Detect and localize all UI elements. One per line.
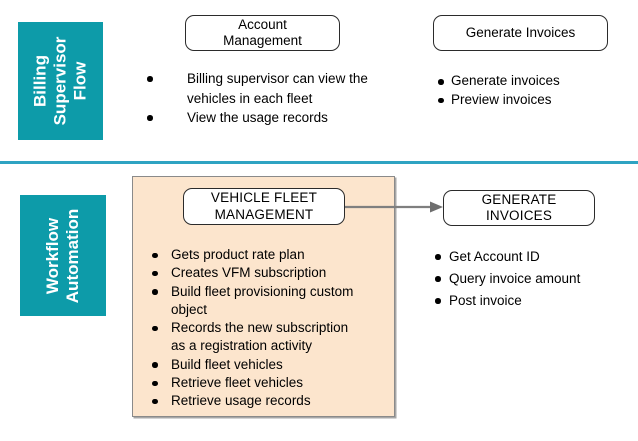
- generate-invoices-automation-bullet-list: Get Account ID Query invoice amount Post…: [433, 246, 633, 313]
- list-item: Billing supervisor can view the vehicles…: [145, 69, 385, 108]
- list-item: Retrieve usage records: [150, 392, 364, 410]
- process-box-title: Generate Invoices: [465, 24, 576, 40]
- list-item-text: Get Account ID: [449, 249, 540, 264]
- bullet-dot-icon: [438, 97, 444, 103]
- bullet-dot-icon: [147, 115, 153, 121]
- list-item-text: Preview invoices: [451, 91, 552, 107]
- bullet-dot-icon: [147, 76, 153, 82]
- bullet-dot-icon: [152, 252, 158, 258]
- generate-invoices-bullet-list: Generate invoices Preview invoices: [436, 72, 636, 109]
- lane-label-text: Workflow Automation: [43, 208, 82, 303]
- list-item-text: View the usage records: [187, 110, 328, 125]
- list-item-text: Generate invoices: [451, 73, 560, 88]
- list-item-text: Creates VFM subscription: [171, 265, 327, 281]
- bullet-dot-icon: [438, 79, 444, 85]
- list-item-text: Build fleet vehicles: [171, 356, 283, 372]
- process-box-generate-invoices-top: Generate Invoices: [433, 15, 608, 51]
- lane-divider: [0, 161, 638, 164]
- process-box-account-management: Account Management: [185, 15, 340, 51]
- flow-arrow-icon: [345, 200, 444, 214]
- list-item: View the usage records: [145, 108, 385, 128]
- bullet-dot-icon: [152, 289, 158, 295]
- list-item: Build fleet provisioning custom object: [150, 283, 364, 320]
- list-item: Gets product rate plan: [150, 246, 364, 264]
- list-item: Creates VFM subscription: [150, 264, 364, 282]
- bullet-dot-icon: [152, 380, 158, 387]
- bullet-dot-icon: [152, 362, 158, 368]
- list-item: Records the new subscription as a regist…: [150, 319, 364, 356]
- vehicle-fleet-management-bullet-list: Gets product rate plan Creates VFM subsc…: [150, 246, 364, 411]
- lane-label-billing-supervisor-flow: Billing Supervisor Flow: [18, 22, 103, 140]
- list-item-text: Gets product rate plan: [171, 247, 305, 262]
- list-item-text: Retrieve fleet vehicles: [171, 375, 304, 391]
- lane-label-workflow-automation: Workflow Automation: [20, 195, 106, 316]
- list-item-text: Post invoice: [449, 293, 522, 309]
- list-item-text: Query invoice amount: [449, 271, 581, 287]
- process-box-title: Account Management: [223, 16, 302, 49]
- bullet-dot-icon: [435, 276, 441, 282]
- bullet-dot-icon: [435, 298, 441, 304]
- bullet-dot-icon: [152, 325, 158, 332]
- account-management-bullet-list: Billing supervisor can view the vehicles…: [145, 69, 385, 128]
- lane-label-text: Billing Supervisor Flow: [30, 36, 90, 126]
- list-item: Preview invoices: [436, 91, 636, 110]
- process-box-title: VEHICLE FLEET MANAGEMENT: [210, 190, 318, 222]
- list-item-text: Retrieve usage records: [171, 393, 311, 409]
- process-box-title: GENERATE INVOICES: [481, 191, 557, 224]
- list-item: Post invoice: [433, 290, 633, 312]
- bullet-dot-icon: [152, 270, 158, 277]
- list-item: Retrieve fleet vehicles: [150, 374, 364, 392]
- list-item: Build fleet vehicles: [150, 356, 364, 374]
- process-box-vehicle-fleet-management: VEHICLE FLEET MANAGEMENT: [183, 188, 345, 225]
- list-item: Generate invoices: [436, 72, 636, 91]
- list-item: Query invoice amount: [433, 268, 633, 290]
- list-item-text: Build fleet provisioning custom object: [171, 283, 354, 317]
- list-item-text: Billing supervisor can view the vehicles…: [187, 71, 368, 106]
- process-box-generate-invoices-bottom: GENERATE INVOICES: [443, 190, 595, 226]
- bullet-dot-icon: [152, 398, 158, 405]
- list-item: Get Account ID: [433, 246, 633, 268]
- bullet-dot-icon: [435, 254, 441, 260]
- list-item-text: Records the new subscription as a regist…: [171, 320, 349, 354]
